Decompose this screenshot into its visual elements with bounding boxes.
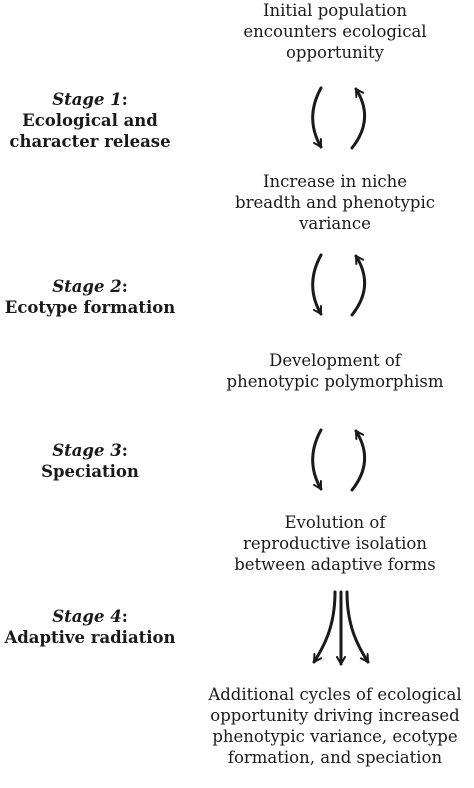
box-line: breadth and phenotypic — [235, 193, 435, 212]
box-line: phenotypic polymorphism — [226, 372, 444, 391]
feedback-arrows-stage-3 — [311, 428, 367, 492]
stage-3-label: Stage 3: Speciation — [0, 440, 180, 482]
box-phenotypic-polymorphism: Development of phenotypic polymorphism — [185, 350, 474, 392]
stage-4-label: Stage 4: Adaptive radiation — [0, 606, 180, 648]
left-diverging-arrow-icon — [312, 590, 337, 664]
stage-colon: : — [121, 441, 128, 460]
box-line: encounters ecological — [243, 22, 427, 41]
stage-number: 1 — [110, 90, 122, 109]
box-additional-cycles: Additional cycles of ecological opportun… — [185, 684, 474, 768]
stage-description: character release — [9, 132, 171, 151]
up-arrow-icon — [350, 87, 367, 150]
stage-word: Stage — [52, 441, 105, 460]
box-niche-breadth: Increase in niche breadth and phenotypic… — [185, 171, 474, 234]
feedback-arrows-stage-1 — [311, 86, 367, 150]
box-line: variance — [299, 214, 371, 233]
stage-heading: Stage 1: — [0, 89, 180, 110]
stage-2-label: Stage 2: Ecotype formation — [0, 276, 180, 318]
stage-description: Speciation — [41, 462, 139, 481]
stage-number: 3 — [110, 441, 122, 460]
box-reproductive-isolation: Evolution of reproductive isolation betw… — [185, 512, 474, 575]
down-arrow-icon — [311, 86, 323, 149]
up-arrow-icon — [350, 429, 367, 492]
down-arrow-icon — [311, 428, 323, 491]
box-line: opportunity — [286, 43, 384, 62]
stage-colon: : — [121, 607, 128, 626]
box-line: Development of — [269, 351, 401, 370]
box-initial-population: Initial population encounters ecological… — [185, 0, 474, 63]
stage-word: Stage — [52, 90, 105, 109]
stage-description: Ecotype formation — [4, 298, 176, 317]
stage-heading: Stage 3: — [0, 440, 180, 461]
stage-heading: Stage 2: — [0, 276, 180, 297]
stage-description: Adaptive radiation — [4, 628, 176, 647]
divergence-arrows-stage-4 — [312, 590, 370, 666]
box-line: Initial population — [263, 1, 407, 20]
up-arrow-icon — [350, 254, 367, 317]
right-diverging-arrow-icon — [345, 590, 370, 664]
stage-number: 2 — [110, 277, 122, 296]
box-line: phenotypic variance, ecotype — [212, 727, 458, 746]
box-line: Increase in niche — [262, 172, 408, 191]
stage-word: Stage — [52, 607, 105, 626]
feedback-arrows-stage-2 — [311, 253, 367, 317]
box-line: between adaptive forms — [234, 555, 436, 574]
stage-word: Stage — [52, 277, 105, 296]
stage-colon: : — [121, 277, 128, 296]
box-line: Evolution of — [284, 513, 386, 532]
stage-number: 4 — [110, 607, 122, 626]
box-line: reproductive isolation — [243, 534, 427, 553]
stage-colon: : — [121, 90, 128, 109]
box-line: opportunity driving increased — [210, 706, 460, 725]
box-line: Additional cycles of ecological — [208, 685, 462, 704]
stage-heading: Stage 4: — [0, 606, 180, 627]
down-arrow-icon — [311, 253, 323, 316]
box-line: formation, and speciation — [227, 748, 443, 767]
stage-1-label: Stage 1: Ecological and character releas… — [0, 89, 180, 152]
stage-description: Ecological and — [22, 111, 158, 130]
